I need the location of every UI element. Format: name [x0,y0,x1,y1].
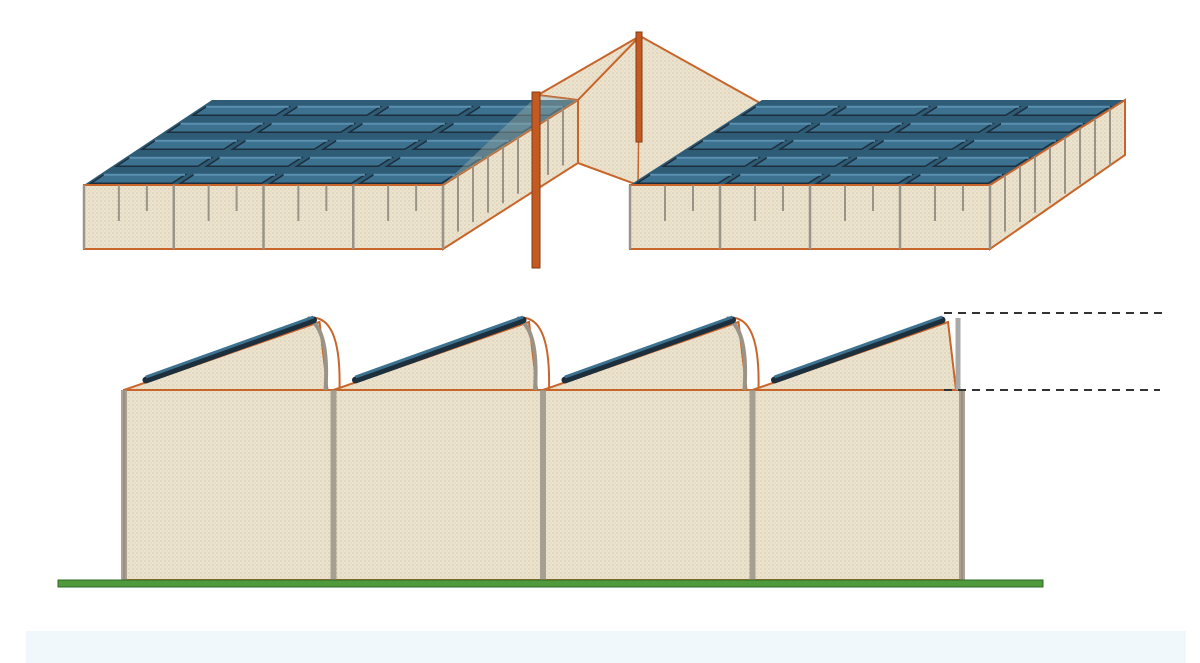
left-module-posts [82,109,564,249]
solar-panel [88,174,188,185]
central-post [531,91,541,269]
bay-post [749,390,756,580]
tilted-panel-face [354,315,524,379]
bay-post [959,390,965,580]
solar-panel [904,174,1005,185]
solar-panel [777,140,878,151]
solar-panel [867,140,969,151]
bay-post [540,390,546,580]
solar-panel [830,106,932,117]
solar-panel [687,140,788,151]
solar-panel [814,174,915,185]
top-view-left-module [82,98,579,251]
solar-panel [346,123,448,134]
connecting-net [443,31,762,269]
solar-panel [256,123,357,134]
solar-panel [373,106,475,117]
rear-post [635,31,643,143]
solar-panel [740,106,841,117]
tilted-panel [771,316,946,384]
solar-panel [282,106,383,117]
tilted-panel [561,316,736,384]
solar-panel [139,140,240,151]
solar-panel [660,157,761,168]
solar-panel [190,106,292,117]
solar-panel [165,123,266,134]
solar-panel [178,174,278,185]
tilted-panel-face [145,315,315,379]
solar-panel [1011,106,1113,117]
solar-panel [113,157,214,168]
solar-panel [713,123,814,134]
solar-panel [750,157,851,168]
side-view [121,315,965,581]
left-panel-array [88,105,566,185]
solar-panel [984,123,1086,134]
solar-panel [894,123,995,134]
bay-post [330,390,337,580]
solar-panel [931,157,1032,168]
tilted-panel [142,316,317,384]
solar-panel [357,174,458,185]
top-view-right-module [628,98,1126,251]
solar-panel [294,157,395,168]
solar-panel [267,174,368,185]
right-module-posts [628,109,1111,249]
solar-panel [804,123,905,134]
tilted-panel-face [773,315,943,379]
bay-post [121,390,127,580]
solar-panel [841,157,942,168]
solar-panel [724,174,825,185]
solar-panel [320,140,421,151]
solar-panel [230,140,331,151]
solar-panel [634,174,735,185]
ground-line [57,579,1044,588]
tilted-panel [352,316,527,384]
solar-panel [958,140,1059,151]
caption-bar [26,631,1186,663]
right-panel-array [634,105,1113,185]
solar-panel [204,157,304,168]
solar-panel [921,106,1022,117]
tilted-panel-face [564,315,734,379]
